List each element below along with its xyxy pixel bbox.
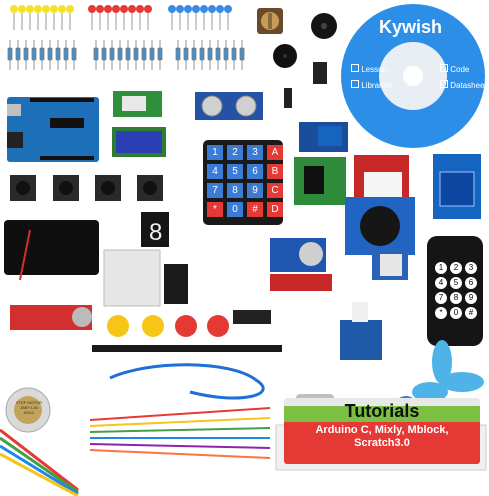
lcd-display: [112, 127, 166, 157]
remote-key: 6: [465, 277, 477, 289]
four-digit-display: [164, 264, 188, 304]
dht-sensor: [372, 250, 408, 280]
battery-holder: [4, 220, 99, 281]
stepper-motor: [5, 387, 51, 433]
keypad-key: D: [267, 202, 283, 217]
banner-subtitle: Arduino C, Mixly, Mblock, Scratch3.0: [315, 424, 449, 449]
cd-disc: [341, 4, 485, 148]
remote-key: 1: [435, 262, 447, 274]
keypad-key: 4: [207, 164, 223, 179]
remote-key: 0: [450, 307, 462, 319]
remote-key: *: [435, 307, 447, 319]
led-row-red: [88, 5, 152, 30]
remote-key: 9: [465, 292, 477, 304]
button-caps: [107, 315, 229, 337]
cd-brand: Kywish: [379, 17, 443, 37]
checkbox-icon: [440, 64, 448, 72]
stepper-driver: [294, 157, 346, 205]
cd-item-datasheet: Datasheet: [440, 80, 487, 90]
arduino-board: [7, 97, 99, 162]
cd-item-code: Code: [440, 64, 469, 74]
keypad-key: 8: [227, 183, 243, 198]
led-row-yellow: [10, 5, 74, 30]
rfid-reader: [433, 154, 481, 219]
keypad-key: B: [267, 164, 283, 179]
relay-module: [299, 122, 348, 152]
cd-item-lesson: Lesson: [351, 64, 387, 74]
led-row-blue: [168, 5, 232, 30]
tutorials-banner: Tutorials Arduino C, Mixly, Mblock, Scra…: [284, 398, 480, 464]
keypad-key: 9: [247, 183, 263, 198]
cd-item-libraries: Libraries: [351, 80, 392, 90]
joystick: [345, 197, 415, 255]
svg-text:8: 8: [149, 219, 162, 246]
keypad-key: 1: [207, 145, 223, 160]
keypad-grid: 1 2 3 A 4 5 6 B 7 8 9 C * 0 # D: [207, 145, 283, 217]
keypad-key: 0: [227, 202, 243, 217]
usb-cable: [109, 363, 265, 400]
checkbox-icon: [351, 64, 359, 72]
active-buzzer: [311, 13, 337, 39]
membrane-keypad: [203, 140, 283, 225]
keypad-key: C: [267, 183, 283, 198]
seven-segment: 8: [141, 212, 169, 247]
checkbox-icon: [351, 80, 359, 88]
keypad-key: 5: [227, 164, 243, 179]
push-buttons: [10, 175, 163, 201]
potentiometer: [257, 8, 283, 34]
sound-sensor-module: [10, 305, 92, 330]
banner-title: Tutorials: [344, 401, 420, 421]
fan-blade: [412, 340, 484, 402]
keypad-key: #: [247, 202, 263, 217]
resistor-rows: [7, 39, 245, 71]
passive-buzzer: [273, 44, 297, 68]
rtc-board: [113, 91, 162, 117]
remote-key: 4: [435, 277, 447, 289]
stepper-label: STEP MOTOR 28BYJ-48 5VDC: [15, 400, 43, 415]
checkbox-icon: [440, 80, 448, 88]
pin-headers: [92, 310, 282, 352]
banner-red-panel: [284, 422, 480, 464]
remote-key: 8: [450, 292, 462, 304]
remote-key: 3: [465, 262, 477, 274]
remote-key: 5: [450, 277, 462, 289]
servo-motor: [340, 302, 382, 360]
remote-key: #: [465, 307, 477, 319]
water-sensor: [270, 274, 332, 291]
remote-keypad: 1 2 3 4 5 6 7 8 9 * 0 #: [435, 262, 477, 319]
ir-sensor: [284, 62, 327, 108]
keypad-key: 7: [207, 183, 223, 198]
keypad-key: *: [207, 202, 223, 217]
ultrasonic-sensor: [195, 92, 263, 120]
keypad-key: A: [267, 145, 283, 160]
keypad-key: 2: [227, 145, 243, 160]
led-matrix: [103, 249, 161, 307]
keypad-key: 6: [247, 164, 263, 179]
remote-key: 2: [450, 262, 462, 274]
rtc-module: [270, 238, 326, 272]
remote-key: 7: [435, 292, 447, 304]
jumper-wires: [0, 407, 271, 496]
keypad-key: 3: [247, 145, 263, 160]
